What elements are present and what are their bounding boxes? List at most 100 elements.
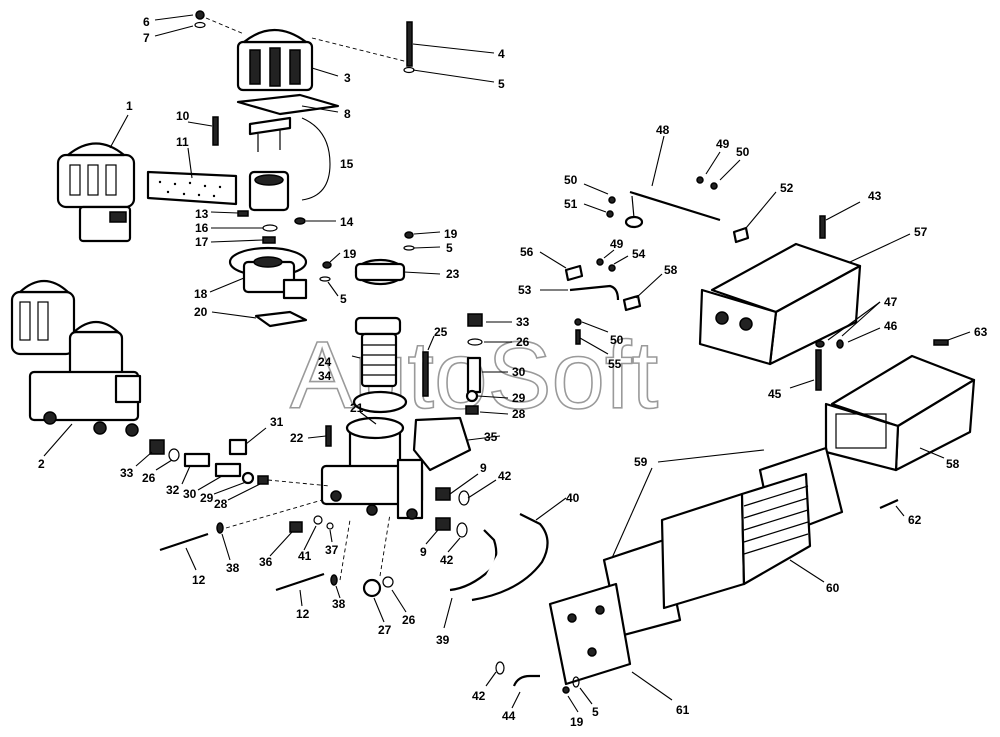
callout: 38 (332, 597, 346, 611)
washer-26-left (168, 448, 180, 462)
nut-54 (608, 264, 616, 272)
plug-33-left (149, 439, 165, 455)
nut-51 (606, 210, 614, 218)
callout: 13 (195, 207, 209, 221)
washer-38-b (330, 574, 338, 586)
pin-10 (212, 116, 219, 146)
callout: 17 (195, 235, 209, 249)
pipe-53 (569, 284, 620, 301)
callout: 2 (38, 457, 45, 471)
callout: 41 (298, 549, 312, 563)
callout: 58 (946, 457, 960, 471)
plug-27 (362, 578, 382, 598)
cooler-housing-57 (698, 242, 862, 366)
callout: 12 (296, 607, 310, 621)
fitting-9-a (435, 487, 451, 501)
callout: 26 (516, 335, 530, 349)
callout: 18 (194, 287, 208, 301)
cap-23 (354, 258, 406, 286)
bowl-24 (354, 316, 402, 388)
callout: 27 (378, 623, 392, 637)
bolt-12-a (159, 532, 209, 552)
callout: 11 (176, 135, 189, 149)
callout: 4 (498, 47, 505, 61)
callout: 9 (420, 545, 427, 559)
plug-63 (933, 339, 949, 346)
washer-47 (815, 340, 825, 348)
callout: 42 (440, 553, 454, 567)
callout: 57 (914, 225, 928, 239)
callout: 5 (446, 241, 453, 255)
callout: 14 (340, 215, 354, 229)
gasket-35 (412, 416, 472, 472)
bolt-45 (815, 349, 822, 391)
callout: 63 (974, 325, 988, 339)
callout: 8 (344, 107, 351, 121)
ring-16 (262, 224, 278, 232)
callout: 19 (343, 247, 357, 261)
washer-38-a (216, 522, 224, 534)
callout: 43 (868, 189, 882, 203)
ball-29 (465, 389, 479, 403)
gasket-34 (352, 390, 408, 414)
fitting-9-b (435, 517, 451, 531)
nut-49-b (596, 258, 604, 266)
callout: 20 (194, 305, 208, 319)
base-18 (228, 246, 308, 300)
seat-28 (465, 405, 479, 415)
callout: 26 (142, 471, 156, 485)
callout: 59 (634, 455, 648, 469)
callout: 54 (632, 247, 646, 261)
valve-31 (228, 438, 248, 456)
callout: 9 (480, 461, 487, 475)
nut-50-c (574, 318, 582, 326)
pin-62 (879, 498, 899, 510)
bolt-12-b (275, 572, 325, 592)
callout: 10 (176, 109, 190, 123)
callout: 47 (884, 295, 898, 309)
cap-3 (236, 29, 314, 92)
spring-32 (183, 452, 211, 468)
callout: 12 (192, 573, 206, 587)
callout: 53 (518, 283, 532, 297)
callout: 33 (516, 315, 530, 329)
gasket-8 (236, 93, 340, 116)
callout: 1 (126, 99, 133, 113)
callout: 38 (226, 561, 240, 575)
callout: 55 (608, 357, 622, 371)
washer-7 (194, 21, 206, 29)
bolt-4 (406, 21, 413, 67)
ring-37 (326, 522, 334, 530)
callout: 16 (195, 221, 209, 235)
callout: 25 (434, 325, 448, 339)
washer-5-b (319, 276, 331, 282)
callout: 39 (436, 633, 450, 647)
ring-41 (313, 515, 323, 525)
callout: 5 (340, 292, 347, 306)
washer-26-bottom (382, 576, 394, 588)
callout: 61 (676, 703, 690, 717)
elbow-44 (512, 674, 540, 687)
callout: 44 (502, 709, 516, 723)
callout: 33 (120, 466, 134, 480)
washer-14 (294, 217, 306, 225)
callout: 23 (446, 267, 460, 281)
callout: 50 (736, 145, 750, 159)
callout: 24 (318, 355, 332, 369)
callout: 46 (884, 319, 898, 333)
callout: 30 (512, 365, 526, 379)
filter-assembly-1 (56, 142, 136, 243)
housing-21 (320, 416, 424, 520)
plug-36 (289, 521, 303, 533)
callout: 50 (564, 173, 578, 187)
washer-5 (403, 66, 415, 74)
callout: 19 (444, 227, 458, 241)
washer-42-b (456, 522, 468, 538)
callout: 5 (498, 77, 505, 91)
gasket-58-small (622, 294, 642, 312)
plate-20 (254, 310, 308, 328)
callout: 30 (183, 487, 197, 501)
washer-42-a (458, 490, 470, 506)
callout: 51 (564, 197, 578, 211)
gasket-52 (732, 226, 750, 244)
